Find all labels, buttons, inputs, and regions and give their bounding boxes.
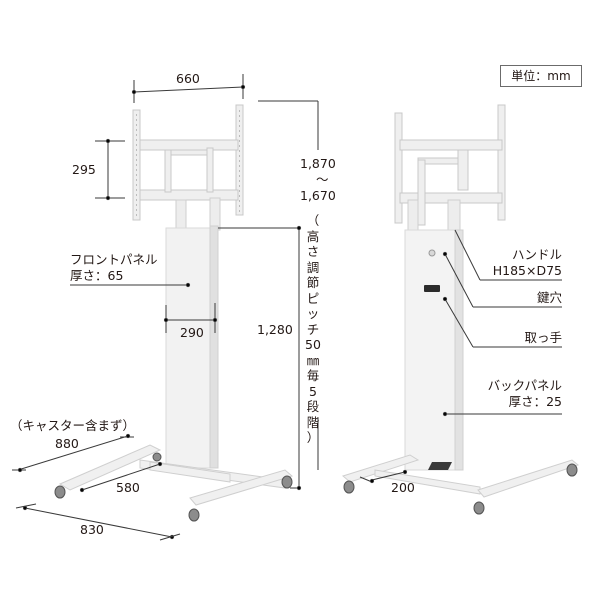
note-char: 節 xyxy=(306,275,320,290)
dim-height-max: 1,870 xyxy=(300,156,336,171)
back-vesa-bracket xyxy=(394,104,506,226)
height-adjust-note: （ 高 さ 調 節 ピ ッ チ 50 ㎜ 毎 5 段 階 ） xyxy=(303,213,323,446)
front-column xyxy=(165,225,219,469)
back-base xyxy=(341,454,580,498)
back-leader-lines xyxy=(359,229,562,484)
note-char: ） xyxy=(306,430,320,445)
note-char: 50 xyxy=(305,337,321,352)
note-char: ピ xyxy=(306,290,320,306)
note-char: 段 xyxy=(306,399,320,414)
dim-base-width: 830 xyxy=(80,522,104,537)
back-panel-label: バックパネル xyxy=(487,378,562,393)
note-char: ㎜ xyxy=(306,352,320,368)
keyhole-label: 鍵穴 xyxy=(536,290,562,305)
front-casters xyxy=(54,452,293,522)
back-panel-thickness: 厚さ：25 xyxy=(508,394,562,409)
bracket-holes xyxy=(136,110,240,216)
note-char: 高 xyxy=(306,228,320,244)
dim-bracket-height: 295 xyxy=(72,162,96,177)
front-dimension-lines xyxy=(12,74,319,541)
front-panel-thickness: 厚さ：65 xyxy=(70,268,124,283)
caster-note: （キャスター含まず） xyxy=(10,418,136,433)
keyhole-icon xyxy=(428,249,436,257)
dim-height-min: 1,670 xyxy=(300,188,336,203)
back-column xyxy=(404,229,464,471)
dim-column-width: 290 xyxy=(180,325,204,340)
note-char: さ xyxy=(306,244,320,259)
base-vent xyxy=(428,462,452,470)
back-casters xyxy=(343,463,578,515)
note-char: （ xyxy=(306,213,320,228)
note-char: 毎 xyxy=(306,368,320,383)
note-char: 階 xyxy=(306,414,320,430)
unit-label: 単位：mm xyxy=(500,65,582,87)
note-char: ッ xyxy=(306,306,320,321)
dim-height-sep: ～ xyxy=(316,172,329,187)
front-panel-label: フロントパネル xyxy=(70,252,158,267)
handle-size: H185×D75 xyxy=(492,263,562,278)
dim-base-depth: 880 xyxy=(55,436,79,451)
note-char: 調 xyxy=(306,259,320,275)
grip-label: 取っ手 xyxy=(524,330,562,345)
dim-base-offset: 200 xyxy=(391,480,415,495)
note-char: 5 xyxy=(309,383,317,399)
dim-column-height: 1,280 xyxy=(257,322,293,337)
handle-label: ハンドル xyxy=(511,247,562,262)
dim-width-top: 660 xyxy=(176,71,200,86)
dim-base-inner: 580 xyxy=(116,480,140,495)
front-base xyxy=(58,444,294,506)
grip-slot xyxy=(424,285,440,292)
note-char: チ xyxy=(306,321,320,337)
back-lift-posts xyxy=(407,199,461,231)
